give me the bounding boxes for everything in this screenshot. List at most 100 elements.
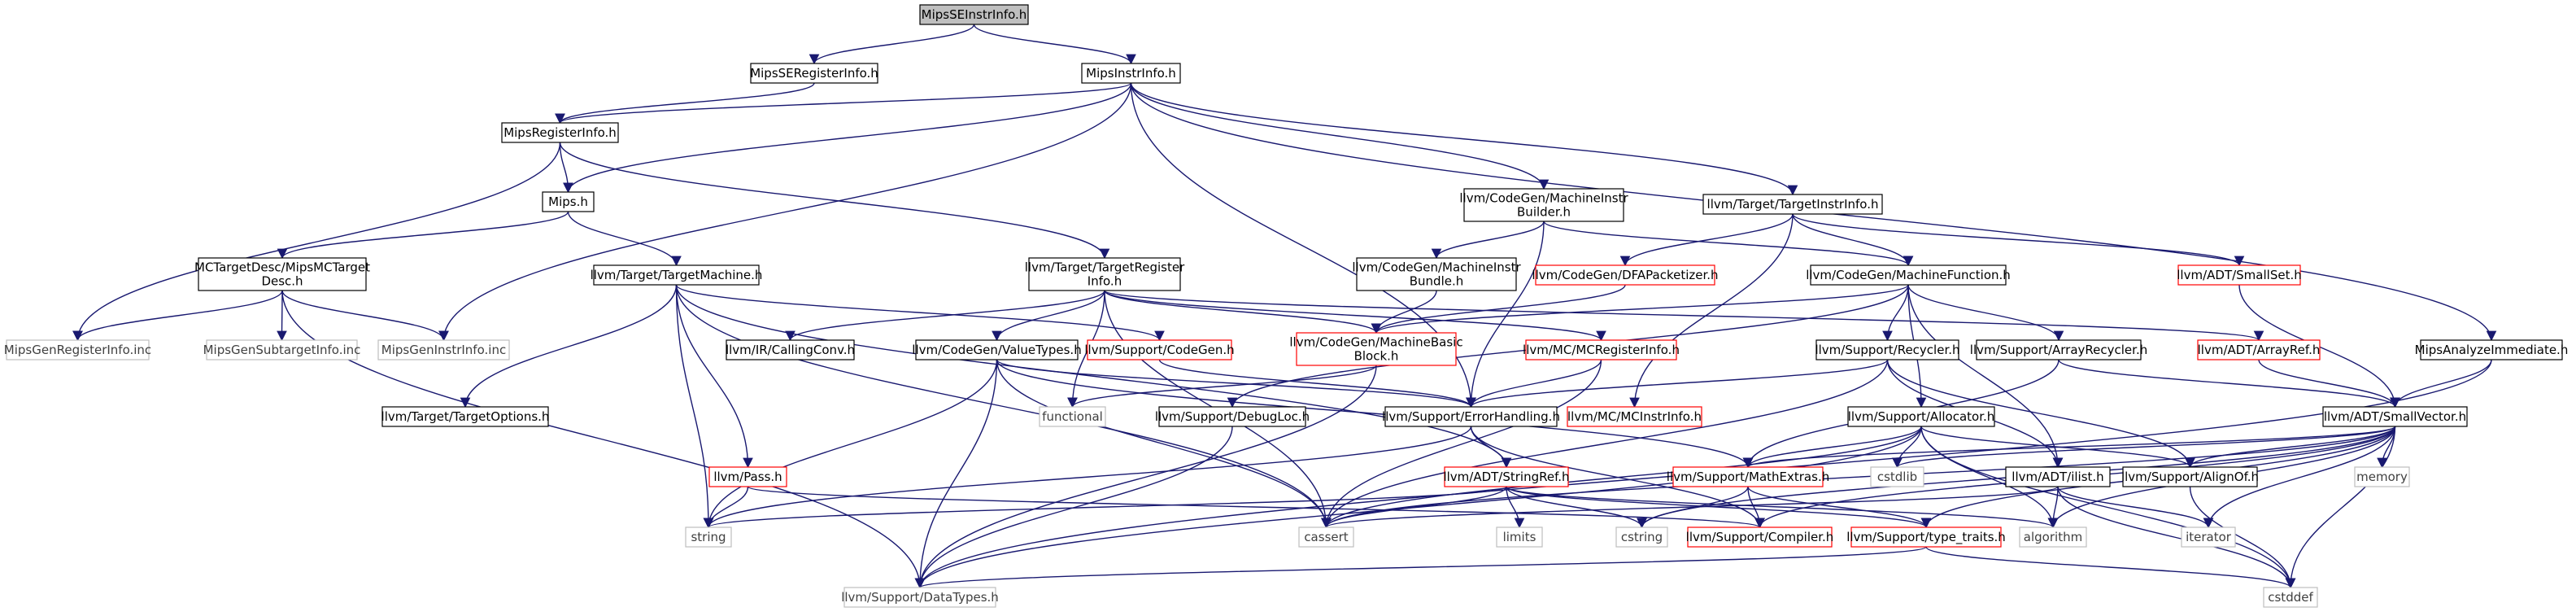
node-label: llvm/Support/ErrorHandling.h — [1382, 409, 1560, 424]
node-mipsanalyzeimmediate[interactable]: MipsAnalyzeImmediate.h — [2415, 339, 2569, 360]
node-targetoptions[interactable]: llvm/Target/TargetOptions.h — [381, 406, 550, 427]
node-valuetypes[interactable]: llvm/CodeGen/ValueTypes.h — [912, 339, 1082, 360]
node-stringref[interactable]: llvm/ADT/StringRef.h — [1443, 466, 1570, 487]
node-compiler[interactable]: llvm/Support/Compiler.h — [1686, 526, 1834, 548]
node-mcinstrinfo[interactable]: llvm/MC/MCInstrInfo.h — [1567, 406, 1702, 427]
node-box — [2322, 406, 2468, 427]
node-box — [708, 466, 787, 487]
node-box — [198, 257, 367, 291]
node-label: cstring — [1621, 530, 1663, 544]
node-smallvector[interactable]: llvm/ADT/SmallVector.h — [2322, 406, 2468, 427]
node-label: llvm/Support/DataTypes.h — [841, 590, 999, 605]
node-label: Builder.h — [1517, 205, 1571, 220]
edge-mipsinstrinfo-to-mips — [563, 82, 1132, 194]
node-box — [1976, 339, 2142, 360]
node-callingconv[interactable]: llvm/IR/CallingConv.h — [726, 339, 855, 360]
edge-valuetypes-to-datatypes — [914, 359, 998, 589]
node-dfapacketizer[interactable]: llvm/CodeGen/DFAPacketizer.h — [1532, 264, 1719, 286]
node-errorhandling[interactable]: llvm/Support/ErrorHandling.h — [1382, 406, 1560, 427]
node-supportcodegen[interactable]: llvm/Support/CodeGen.h — [1084, 339, 1235, 360]
node-smallset[interactable]: llvm/ADT/SmallSet.h — [2177, 264, 2302, 286]
edge-targetmachine-to-pass — [675, 284, 753, 469]
node-algorithm: algorithm — [2019, 526, 2087, 548]
node-targetinstrinfo[interactable]: llvm/Target/TargetInstrInfo.h — [1702, 194, 1883, 215]
node-cstring: cstring — [1615, 526, 1668, 548]
edge-smallvector-to-cassert — [1321, 426, 2396, 529]
node-label: Mips.h — [548, 194, 588, 209]
edge-machinefunction-to-arrayrecycler — [1907, 284, 2064, 342]
edge-targetregisterinfo-to-valuetypes — [992, 290, 1105, 342]
node-debugloc[interactable]: llvm/Support/DebugLoc.h — [1155, 406, 1310, 427]
edge-mcregisterinfo-to-errorhandling — [1466, 359, 1602, 408]
edge-mipsinstrinfo-to-targetinstrinfo — [1130, 82, 1798, 196]
node-mathextras[interactable]: llvm/Support/MathExtras.h — [1667, 466, 1829, 487]
edge-typetraits-to-cstddef — [1925, 546, 2296, 589]
edge-arrayref-to-smallvector — [2258, 359, 2400, 408]
node-pass[interactable]: llvm/Pass.h — [708, 466, 787, 487]
node-targetmachine[interactable]: llvm/Target/TargetMachine.h — [591, 264, 763, 286]
node-label: llvm/CodeGen/MachineInstr — [1352, 260, 1521, 275]
node-label: llvm/CodeGen/MachineFunction.h — [1806, 268, 2011, 282]
node-box — [1039, 406, 1106, 427]
node-mipsregisterinfo[interactable]: MipsRegisterInfo.h — [501, 122, 619, 143]
edge-machinebasicblock-to-functional — [1067, 365, 1377, 408]
edge-mipsinstrinfo-to-machineinstrbuilder — [1130, 82, 1550, 190]
edge-smallvector-to-alignof — [2185, 426, 2396, 469]
node-box — [1810, 264, 2007, 286]
node-box — [2197, 339, 2321, 360]
node-mipsinstrinfo[interactable]: MipsInstrInfo.h — [1081, 63, 1181, 84]
node-machinefunction[interactable]: llvm/CodeGen/MachineFunction.h — [1806, 264, 2011, 286]
node-label: Bundle.h — [1410, 274, 1464, 289]
node-box — [1298, 526, 1354, 548]
edge-machinefunction-to-machinebasicblock — [1371, 284, 1909, 334]
node-box — [1850, 526, 2002, 548]
edge-supportcodegen-to-errorhandling — [1158, 359, 1476, 408]
node-mipsgeninstrinfo: MipsGenInstrInfo.inc — [377, 339, 510, 360]
node-allocator[interactable]: llvm/Support/Allocator.h — [1847, 406, 1995, 427]
edge-mctargetdesc-to-datatypes — [281, 290, 926, 589]
edge-ilist-to-cstddef — [2057, 486, 2296, 589]
node-label: llvm/ADT/ilist.h — [2012, 470, 2103, 484]
edge-targetregisterinfo-to-mcregisterinfo — [1104, 290, 1606, 342]
node-arrayrecycler[interactable]: llvm/Support/ArrayRecycler.h — [1970, 339, 2147, 360]
edge-stringref-to-string — [704, 486, 1507, 529]
node-box — [2420, 339, 2563, 360]
node-box — [1028, 257, 1181, 291]
edge-mipsseinstrinfo-to-mipsseregisterinfo — [809, 24, 975, 65]
edges-layer — [72, 24, 2497, 589]
node-label: cstddef — [2268, 590, 2313, 605]
node-recycler[interactable]: llvm/Support/Recycler.h — [1815, 339, 1960, 360]
node-label: llvm/Support/CodeGen.h — [1084, 343, 1234, 357]
node-mipsseinstrinfo: MipsSEInstrInfo.h — [919, 4, 1029, 25]
edge-recycler-to-alignof — [1886, 359, 2195, 469]
node-functional: functional — [1039, 406, 1106, 427]
node-cstddef: cstddef — [2263, 587, 2318, 608]
node-label: llvm/Target/TargetMachine.h — [591, 268, 763, 282]
node-ilist[interactable]: llvm/ADT/ilist.h — [2005, 466, 2111, 487]
node-label: llvm/Support/Compiler.h — [1686, 530, 1834, 544]
edge-recycler-to-cassert — [1321, 359, 1889, 529]
node-box — [726, 339, 855, 360]
node-mcregisterinfo[interactable]: llvm/MC/MCRegisterInfo.h — [1523, 339, 1680, 360]
node-label: MipsRegisterInfo.h — [503, 125, 617, 140]
node-mipsseregisterinfo[interactable]: MipsSERegisterInfo.h — [750, 63, 878, 84]
edge-ilist-to-cassert — [1321, 486, 2059, 529]
node-label: cstdlib — [1877, 470, 1917, 484]
node-box — [1356, 257, 1517, 291]
node-alignof[interactable]: llvm/Support/AlignOf.h — [2121, 466, 2259, 487]
node-typetraits[interactable]: llvm/Support/type_traits.h — [1846, 526, 2006, 548]
edge-targetmachine-to-cassert — [675, 284, 1332, 529]
node-label: limits — [1503, 530, 1536, 544]
node-box — [919, 4, 1029, 25]
edge-targetinstrinfo-to-machinefunction — [1792, 213, 1914, 267]
node-arrayref[interactable]: llvm/ADT/ArrayRef.h — [2197, 339, 2321, 360]
edge-stringref-to-cassert — [1321, 486, 1507, 529]
edge-stringref-to-typetraits — [1506, 486, 1932, 529]
node-mips[interactable]: Mips.h — [542, 191, 595, 212]
node-box — [542, 191, 595, 212]
